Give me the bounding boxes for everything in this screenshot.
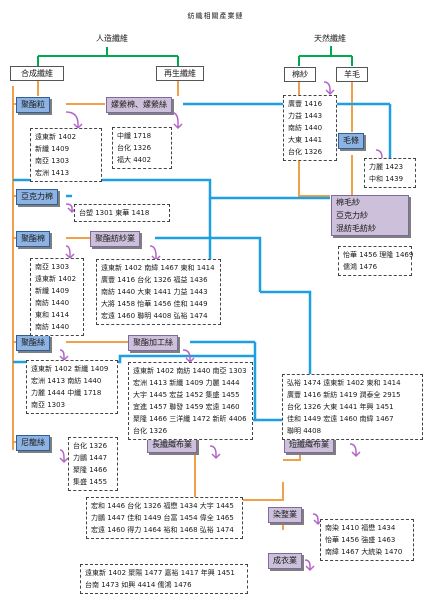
list-cotton-makers: 廣豐 1416 力益 1443 南紡 1440 大東 1441 台化 1326 [283, 95, 337, 161]
list-item: 聯明 4408 [287, 427, 322, 435]
list-item: 廣豐 1416 新紡 1419 潤泰全 2915 [287, 391, 401, 399]
node-wool: 羊毛 [336, 67, 368, 82]
node-blended-yarn: 棉毛紗 亞克力紗 混紡毛紡紗 [331, 195, 409, 236]
list-item: 聚隆 1466 三洋纖 1472 新昕 4406 [133, 415, 247, 423]
node-rayon: 嫘縈棉、嫘縈絲 [106, 97, 172, 113]
list-item: 台化 1326 [288, 148, 323, 156]
list-item: 廣豐 1416 [288, 100, 323, 108]
list-wool-top-makers: 力麗 1423 中和 1439 [364, 158, 416, 188]
list-item: 台化 1326 [73, 442, 108, 450]
node-polyester-spinning: 聚酯紡紗業 [90, 231, 140, 247]
list-garment-makers: 遠東新 1402 聚陽 1477 嘉裕 1417 年興 1451 台南 1473… [80, 564, 248, 594]
list-item: 南紡 1440 [288, 124, 323, 132]
node-wool-top: 毛條 [338, 133, 364, 149]
list-item: 東和 1414 [35, 311, 70, 319]
list-acrylic-makers: 台塑 1301 東華 1418 [74, 204, 170, 222]
node-cotton-yarn: 棉紗 [284, 67, 316, 82]
list-item: 新纖 1409 [35, 287, 70, 295]
list-rayon-makers: 中纖 1718 台化 1326 福大 4402 [112, 127, 172, 169]
blended-yarn-2: 亞克力紗 [336, 211, 368, 220]
list-item: 遠東新 1402 新纖 1409 [31, 365, 109, 373]
node-polyester-staple: 聚酯棉 [16, 231, 50, 247]
list-item: 力鵬 1447 佳和 1449 台富 1454 偉全 1465 [91, 514, 234, 522]
list-item: 宜進 1457 聯發 1459 宏遠 1460 [133, 403, 240, 411]
list-polyester-filament-makers: 遠東新 1402 新纖 1409 宏洲 1413 南紡 1440 力麗 1444… [26, 360, 118, 414]
blended-yarn-1: 棉毛紗 [336, 198, 360, 207]
list-item: 大將 1458 怡華 1456 佳和 1449 [101, 300, 208, 308]
list-blended-yarn-makers: 怡華 1456 理隆 1469 儒鴻 1476 [338, 246, 414, 276]
list-item: 宏洲 1413 [35, 169, 70, 177]
list-item: 遠東新 1402 南紡 1440 南亞 1303 [133, 367, 247, 375]
list-polyamide-makers: 遠東新 1402 新纖 1409 南亞 1303 宏洲 1413 [30, 128, 102, 182]
list-item: 大東 1441 [288, 136, 323, 144]
list-item: 宏洲 1413 南紡 1440 [31, 377, 102, 385]
list-item: 弘裕 1474 遠東新 1402 東和 1414 [287, 379, 401, 387]
list-item: 力益 1443 [288, 112, 323, 120]
list-item: 南紡 1440 [35, 299, 70, 307]
label-manmade-fiber: 人造纖維 [96, 34, 128, 43]
blended-yarn-3: 混紡毛紡紗 [336, 224, 376, 233]
list-nylon-makers: 台化 1326 力鵬 1447 聚隆 1466 集盛 1455 [68, 437, 118, 491]
list-item: 怡華 1456 理隆 1469 [343, 251, 414, 259]
list-item: 力麗 1444 中纖 1718 [31, 389, 102, 397]
list-item: 宏洲 1413 新纖 1409 力麗 1444 [133, 379, 240, 387]
list-item: 南染 1410 福懋 1434 [325, 524, 396, 532]
list-item: 台化 1326 [133, 427, 168, 435]
list-item: 台南 1473 如興 4414 儒鴻 1476 [85, 581, 192, 589]
list-item: 台化 1326 [117, 144, 152, 152]
list-dyeing-makers: 南染 1410 福懋 1434 怡華 1456 強盛 1463 南緯 1467 … [320, 519, 414, 561]
list-item: 集盛 1455 [73, 478, 108, 486]
list-item: 力麗 1423 [369, 163, 404, 171]
list-item: 遠東新 1402 聚陽 1477 嘉裕 1417 年興 1451 [85, 569, 235, 577]
node-polyester-texturing: 聚酯加工絲 [128, 335, 178, 351]
list-item: 新纖 1409 [35, 145, 70, 153]
list-item: 聚隆 1466 [73, 466, 108, 474]
list-item: 南紡 1440 [35, 323, 70, 331]
list-item: 台化 1326 大東 1441 年興 1451 [287, 403, 394, 411]
list-item: 儒鴻 1476 [343, 263, 378, 271]
node-polyester-filament: 聚酯絲 [16, 335, 50, 351]
node-regenerated-fiber: 再生纖維 [156, 66, 204, 81]
page-title: 紡織相關產業鏈 [187, 12, 244, 20]
label-natural-fiber: 天然纖維 [314, 34, 346, 43]
list-item: 廣豐 1416 台化 1326 福益 1436 [101, 276, 208, 284]
list-polyester-staple-makers: 南亞 1303 遠東新 1402 新纖 1409 南紡 1440 東和 1414… [30, 258, 84, 336]
node-garment: 成衣業 [268, 553, 302, 569]
list-item: 福大 4402 [117, 156, 152, 164]
list-item: 南亞 1303 [35, 263, 70, 271]
node-polyamide-chip: 聚酯粒 [16, 97, 50, 113]
list-item: 宏遠 1460 聯明 4408 弘裕 1474 [101, 312, 208, 320]
list-item: 大宇 1445 宏益 1452 集盛 1455 [133, 391, 240, 399]
node-acrylic-fiber: 亞克力棉 [16, 189, 58, 205]
list-item: 宏和 1446 台化 1326 福懋 1434 大宇 1445 [91, 502, 234, 510]
list-item: 中纖 1718 [117, 132, 152, 140]
list-item: 南亞 1303 [31, 401, 66, 409]
list-spinning-makers: 遠東新 1402 南緯 1467 東和 1414 廣豐 1416 台化 1326… [96, 259, 221, 325]
list-item: 宏遠 1460 得力 1464 裕和 1468 弘裕 1474 [91, 526, 234, 534]
list-item: 中和 1439 [369, 175, 404, 183]
list-item: 南緯 1467 大統染 1470 [325, 548, 403, 556]
list-short-weave-makers: 弘裕 1474 遠東新 1402 東和 1414 廣豐 1416 新紡 1419… [282, 374, 423, 440]
list-long-weave-makers: 宏和 1446 台化 1326 福懋 1434 大宇 1445 力鵬 1447 … [86, 497, 243, 539]
list-item: 力鵬 1447 [73, 454, 108, 462]
list-item: 南紡 1440 大東 1441 力益 1443 [101, 288, 208, 296]
list-item: 南亞 1303 [35, 157, 70, 165]
node-nylon-filament: 尼龍絲 [16, 435, 50, 451]
list-item: 遠東新 1402 [35, 133, 77, 141]
list-item: 台塑 1301 東華 1418 [79, 209, 150, 217]
node-synthetic-fiber: 合成纖維 [10, 66, 64, 81]
list-item: 怡華 1456 強盛 1463 [325, 536, 396, 544]
node-dyeing-finishing: 染整業 [268, 507, 302, 523]
list-item: 佳和 1449 宏遠 1460 南緯 1467 [287, 415, 394, 423]
list-texturing-makers: 遠東新 1402 南紡 1440 南亞 1303 宏洲 1413 新纖 1409… [128, 362, 253, 440]
list-item: 遠東新 1402 [35, 275, 77, 283]
list-item: 遠東新 1402 南緯 1467 東和 1414 [101, 264, 215, 272]
